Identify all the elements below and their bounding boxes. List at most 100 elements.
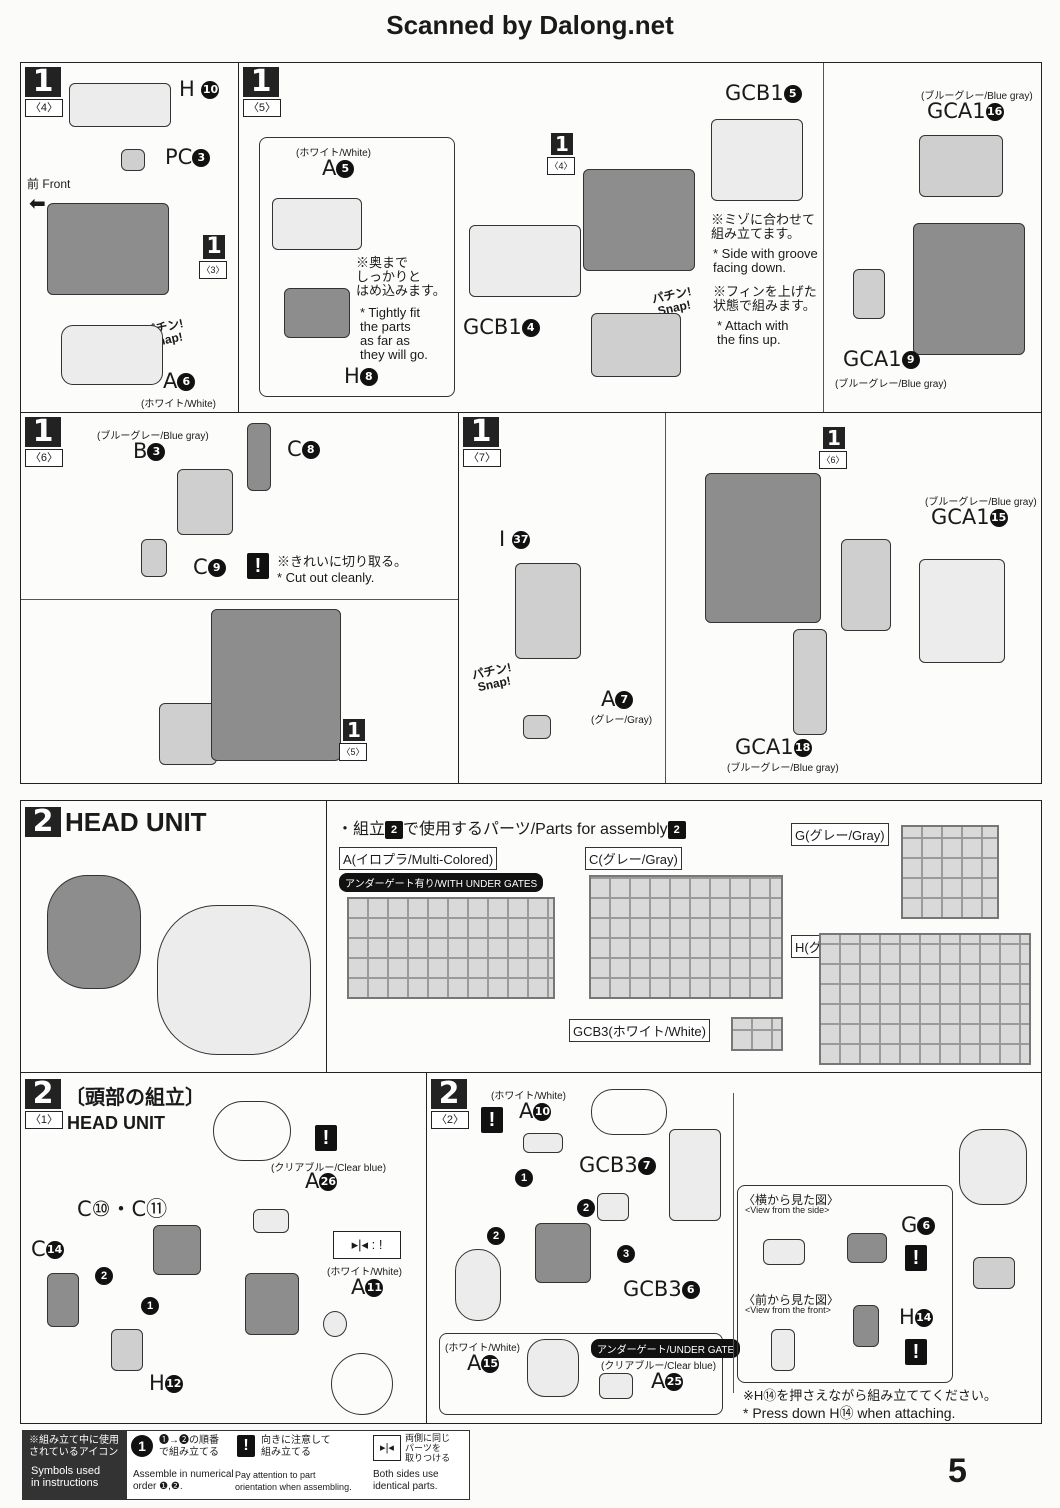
part-g6-illustration [847,1233,887,1263]
part-c14-illustration [47,1273,79,1327]
runner-g-label: G(グレー/Gray) [791,823,889,846]
label-a7-color: (グレー/Gray) [591,715,653,726]
side-view-illustration [763,1239,805,1265]
ref-substep: 〈4〉 [547,157,575,175]
substep-number: 〈6〉 [25,449,63,467]
part-gca1-16-illustration [919,135,1003,197]
runner-gcb3-illustration [731,1017,783,1051]
step-number: 1 [25,417,61,447]
scan-credit: Scanned by Dalong.net [386,10,674,40]
part-antenna-illustration [669,1129,721,1221]
ref-step: 1 [343,719,365,741]
label-gca1-15-color: (ブルーグレー/Blue gray) [925,497,1037,508]
part-core-illustration [47,203,169,295]
legend-orient-ja: 向きに注意して 組み立てる [261,1435,331,1458]
label-a25: A25 [651,1369,684,1393]
part-b3-install-illustration [159,703,217,765]
part-gcb1-5-illustration [711,119,803,201]
head-outer-illustration [157,905,311,1055]
label-gca1-16: GCA116 [927,99,1004,123]
runner-g-illustration [901,825,999,919]
divider-line [733,1093,734,1393]
label-a10-color: (ホワイト/White) [491,1091,566,1102]
front-view-ja: 〈前から見た図〉 [743,1293,840,1307]
note-press-ja: ※H⑭を押さえながら組み立ててください。 [743,1388,997,1403]
part-c9-illustration [141,539,167,577]
page-number: 5 [948,1452,967,1490]
caution-icon: ! [481,1107,503,1133]
note-fins-ja: ※フィンを上げた 状態で組みます。 [713,284,817,313]
label-gca1-9-color: (ブルーグレー/Blue gray) [835,379,947,390]
caution-icon: ! [247,553,269,579]
runner-c-label: C(グレー/Gray) [585,847,682,870]
ref-step: 1 [203,235,225,259]
panel-step2-1: 2 〈1〉 〔頭部の組立〕 HEAD UNIT C⑩・C⑪ C14 1 2 H1… [20,1072,428,1424]
views-box [737,1185,953,1383]
legend-bar: ※組み立て中に使用 されているアイコン Symbols used in inst… [22,1430,470,1500]
substep-number: 〈7〉 [463,449,501,467]
step-1-marker-icon: 1 [141,1297,159,1315]
ref-substep: 〈5〉 [339,743,367,761]
label-gca1-16-color: (ブルーグレー/Blue gray) [921,91,1033,102]
legend-order-ja: ❶→❷の順番 で組み立てる [159,1435,219,1458]
step-number: 2 [431,1079,467,1109]
front-view-en: <View from the front> [745,1305,831,1315]
part-h14-illustration [853,1305,879,1347]
part-shoulder-illustration [211,609,341,761]
legend-order-en: Assemble in numerical order ❶,❷. [133,1469,234,1492]
part-c10-c11-illustration [153,1225,201,1275]
note-fins-en: * Attach with the fins up. [717,318,789,347]
legend-both-ja: 両側に同じ パーツを 取りつける [405,1433,451,1463]
divider-line [21,599,459,600]
substep-number: 〈5〉 [243,99,281,117]
label-a10: A10 [519,1099,552,1123]
label-c14: C14 [31,1237,64,1261]
label-a11: A11 [351,1275,384,1299]
label-i37: I 37 [499,527,530,551]
step-number: 1 [25,67,61,97]
part-a7-illustration [523,715,551,739]
both-sides-icon: ▸|◂ : ! [333,1231,401,1259]
substep-number: 〈1〉 [25,1111,63,1129]
substep-number: 〈2〉 [431,1111,469,1129]
panel-head-unit-overview: 2 HEAD UNIT [20,800,328,1074]
part-i37-illustration [515,563,581,659]
a10-detail-bubble [591,1089,667,1135]
part-face-illustration [455,1249,501,1321]
step-title-en: HEAD UNIT [67,1113,165,1133]
step-number: 2 [25,1079,61,1109]
step-3-marker-icon: 3 [617,1245,635,1263]
part-gca1-15-illustration [919,559,1005,663]
note-groove-ja: ※ミゾに合わせて 組み立てます。 [711,212,816,241]
note-cut-ja: ※きれいに切り取る。 [277,554,408,569]
part-core-illustration [583,169,695,271]
note-tight-ja: ※奥まで しっかりと はめ込みます。 [356,255,446,298]
divider-line [665,413,666,783]
step-number: 2 [25,807,61,837]
part-a25-illustration [599,1373,633,1399]
note-cut-en: * Cut out cleanly. [277,570,375,585]
part-a5-illustration [272,198,362,250]
label-a15: A15 [467,1351,500,1375]
label-a26-color: (クリアブルー/Clear blue) [271,1163,387,1174]
part-fin-illustration [591,313,681,377]
part-a26-illustration [253,1209,289,1233]
note-press-en: * Press down H⑭ when attaching. [743,1405,956,1421]
section-title: HEAD UNIT [65,807,207,837]
label-gca1-18: GCA118 [735,735,812,759]
part-gca1-18-illustration [793,629,827,735]
front-view-illustration [771,1329,795,1371]
label-a11-color: (ホワイト/White) [327,1267,402,1278]
